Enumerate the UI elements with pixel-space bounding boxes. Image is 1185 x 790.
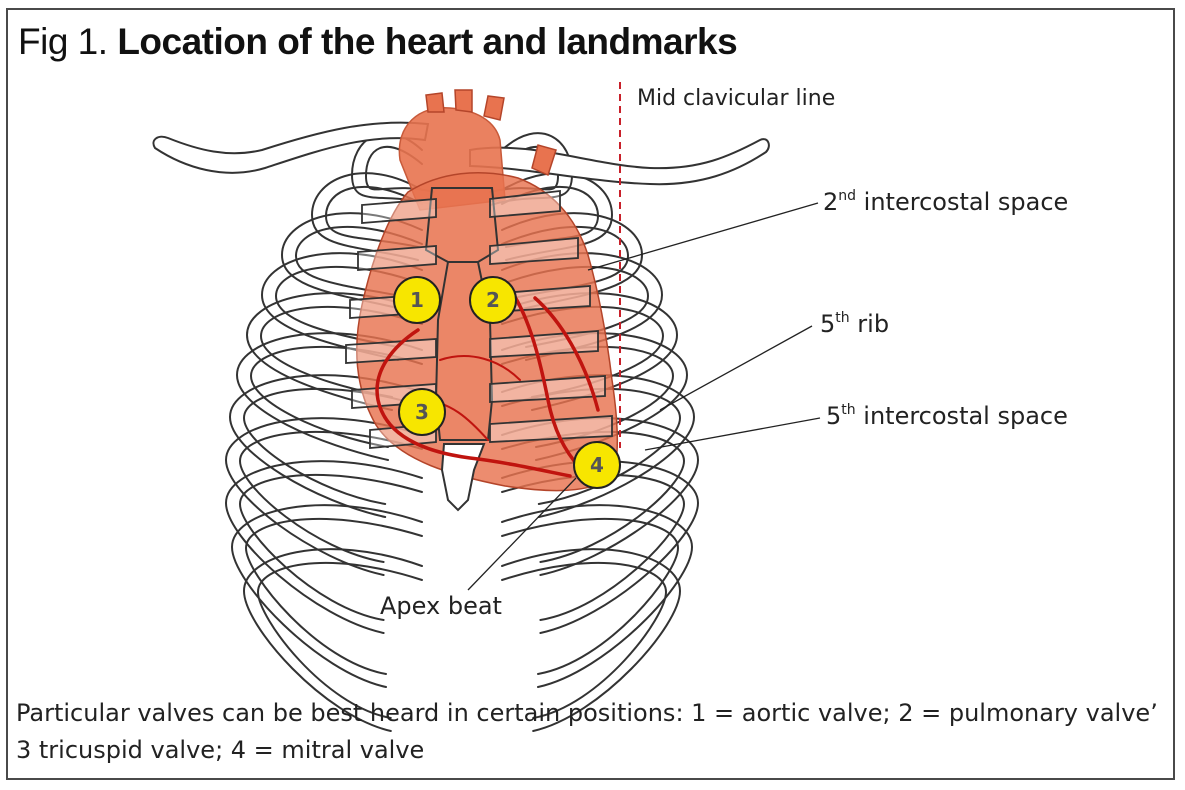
costal-cartilage-left-5 (489, 330, 599, 358)
label-2nd-intercostal-space: 2nd intercostal space (823, 188, 1068, 216)
marker-circle-4 (573, 441, 621, 489)
great-vessel-1 (425, 92, 445, 113)
costal-cartilage-right-3 (357, 245, 437, 271)
left-clavicle (152, 121, 430, 174)
leader-2nd-ics (587, 202, 819, 271)
costal-cartilage-left-3 (489, 237, 579, 265)
leader-lines (467, 202, 821, 591)
rib-inner-right-3 (295, 225, 423, 298)
figure-caption: Particular valves can be best heard in c… (16, 699, 1158, 764)
right-coronary-artery (375, 328, 572, 478)
rib-inner-right-7 (243, 387, 423, 505)
mid-clavicular-label: Mid clavicular line (637, 86, 835, 111)
marker-3: 3 (398, 388, 446, 436)
figure-title: Fig 1. Location of the heart and landmar… (18, 18, 738, 66)
rib-inner-right-4 (275, 265, 423, 348)
rib-inner-right-1 (365, 145, 435, 193)
rib-right-3 (281, 212, 423, 311)
costal-cartilage-right-2 (361, 198, 437, 224)
costal-cartilage-left-7 (489, 415, 613, 443)
rib-left-10 (501, 504, 693, 688)
marker-circle-1 (393, 276, 441, 324)
rib-inner-left-9 (501, 473, 685, 621)
marker-circle-2 (469, 276, 517, 324)
rib-inner-left-11 (501, 561, 667, 719)
xiphoid-process (440, 443, 486, 512)
costal-cartilage-left-2 (489, 189, 561, 218)
marker-1: 1 (393, 276, 441, 324)
figure-title-text: Location of the heart and landmarks (117, 21, 738, 62)
marker-number-2: 2 (486, 288, 500, 312)
pulmonary-trunk (531, 144, 557, 177)
marker-number-1: 1 (410, 288, 424, 312)
great-vessel-3 (483, 95, 505, 121)
rib-right-9 (225, 460, 423, 634)
small-branch-1 (439, 355, 521, 381)
rib-right-2 (311, 172, 423, 261)
rib-right-8 (225, 417, 423, 576)
rib-left-11 (501, 548, 681, 732)
rib-inner-right-5 (260, 305, 423, 398)
rib-inner-right-10 (245, 517, 423, 675)
rib-inner-left-10 (501, 517, 679, 675)
marker-number-3: 3 (415, 400, 429, 424)
rib-right-10 (231, 504, 423, 688)
label-5th-rib: 5th rib (820, 310, 889, 338)
marker-number-4: 4 (590, 453, 604, 477)
marker-4: 4 (573, 441, 621, 489)
marker-circle-3 (398, 388, 446, 436)
rib-right-4 (261, 252, 423, 361)
coronary-vessels (375, 290, 600, 478)
great-vessel-2 (454, 89, 473, 113)
marker-2: 2 (469, 276, 517, 324)
rib-inner-right-6 (250, 345, 423, 448)
rib-right-7 (229, 374, 423, 518)
figure-label: Fig 1. (18, 21, 108, 62)
circumflex-branch (533, 296, 600, 412)
rib-inner-right-11 (257, 561, 423, 719)
leader-5th-ics (644, 417, 821, 451)
left-anterior-descending (510, 290, 582, 470)
rib-right-5 (246, 292, 423, 411)
auscultation-markers: 1 2 3 4 (393, 276, 621, 489)
leader-apex-beat (467, 477, 577, 591)
rib-inner-right-8 (239, 430, 423, 563)
rib-inner-right-9 (239, 473, 423, 621)
rib-right-11 (243, 548, 423, 732)
leader-5th-rib (659, 325, 813, 411)
label-apex-beat: Apex beat (380, 592, 502, 620)
label-5th-intercostal-space: 5th intercostal space (826, 402, 1068, 430)
rib-right-6 (236, 332, 423, 461)
